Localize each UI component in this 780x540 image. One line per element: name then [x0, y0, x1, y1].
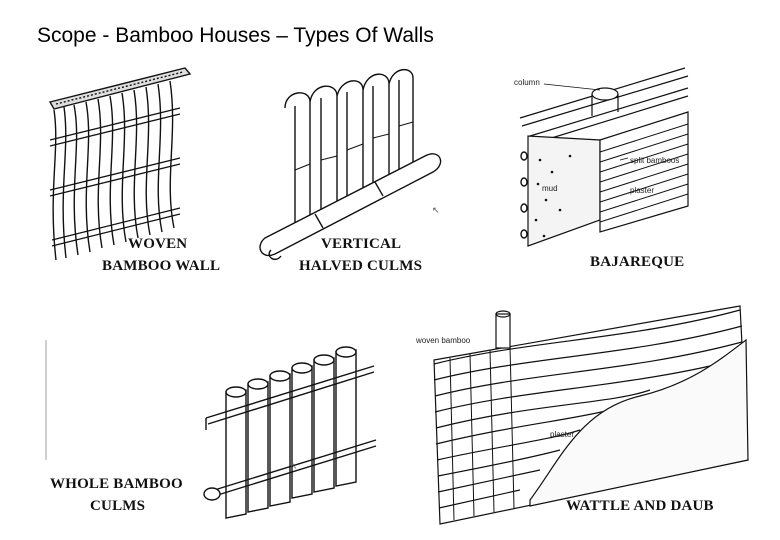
- wattle-caption: WATTLE AND DAUB: [566, 498, 714, 514]
- woven-caption-line2: BAMBOO WALL: [102, 258, 221, 274]
- whole-bamboo-culms-figure: WHOLE BAMBOO CULMS: [40, 300, 400, 530]
- vertical-halved-culms-figure: VERTICAL HALVED CULMS: [255, 60, 455, 280]
- whole-culms-illustration: [45, 340, 377, 519]
- bajareque-label-mud: mud: [542, 184, 558, 193]
- woven-bamboo-illustration: [48, 67, 192, 261]
- bajareque-label-plaster: plaster: [630, 186, 655, 195]
- whole-caption-line2: CULMS: [90, 498, 146, 514]
- whole-caption-line1: WHOLE BAMBOO: [50, 476, 183, 492]
- vertical-caption-line1: VERTICAL: [321, 236, 402, 252]
- slide-title: Scope - Bamboo Houses – Types Of Walls: [37, 24, 434, 47]
- mouse-cursor-icon-2: ↖: [290, 462, 298, 472]
- woven-caption-line1: WOVEN: [128, 236, 188, 252]
- bajareque-figure: column split bamboos plaster mud BAJAREQ…: [500, 60, 700, 280]
- bajareque-caption: BAJAREQUE: [590, 254, 685, 270]
- woven-bamboo-wall-figure: WOVEN BAMBOO WALL: [40, 60, 230, 280]
- wattle-illustration: [433, 305, 749, 525]
- mouse-cursor-icon: ↖: [432, 206, 440, 216]
- vertical-caption-line2: HALVED CULMS: [299, 258, 423, 274]
- bajareque-label-column: column: [514, 78, 540, 87]
- wattle-label-plaster: plaster: [550, 430, 575, 439]
- wattle-label-woven: woven bamboo: [416, 336, 471, 345]
- wattle-and-daub-figure: woven bamboo plaster WATTLE AND DAUB: [410, 300, 770, 530]
- bajareque-label-split: split bamboos: [630, 156, 680, 165]
- bajareque-illustration: [519, 67, 689, 247]
- vertical-culms-illustration: [259, 69, 442, 260]
